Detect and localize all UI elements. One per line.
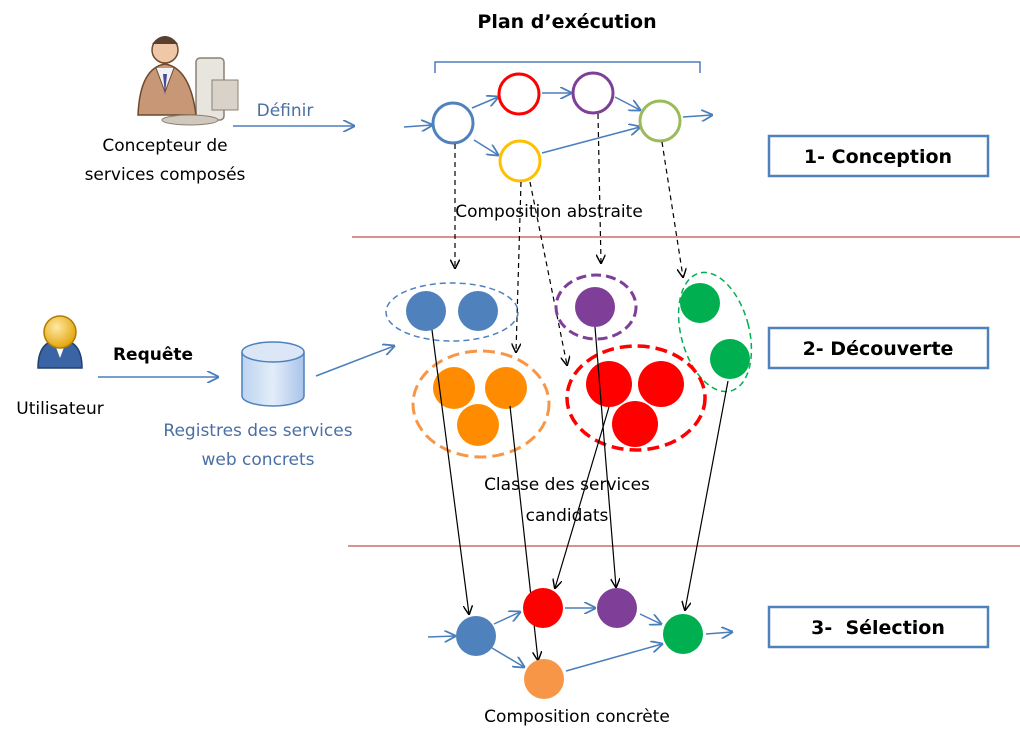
abstract-flow-arrow <box>541 127 640 154</box>
candidate-service-red <box>612 401 658 447</box>
user-avatar-icon <box>37 315 83 369</box>
concrete-caption: Composition concrète <box>484 707 670 727</box>
candidate-class-green <box>677 271 753 393</box>
abstract-flow-arrow <box>473 139 498 155</box>
candidate-service-blue <box>406 291 446 331</box>
plan-title: Plan d’exécution <box>477 11 656 33</box>
phase-conception-box: 1- Conception <box>767 134 990 178</box>
abstract-caption: Composition abstraite <box>455 202 643 222</box>
abstract-node-red <box>497 72 541 116</box>
concrete-flow-arrow <box>427 636 455 637</box>
user-label: Utilisateur <box>16 399 103 419</box>
concrete-node-red <box>523 588 563 628</box>
registry-label-line2: web concrets <box>201 450 314 470</box>
candidate-service-orange <box>485 367 527 409</box>
abstract-node-green <box>638 99 682 143</box>
phase-conception-label: 1- Conception <box>804 146 952 168</box>
phase-discovery-label: 2- Découverte <box>803 338 954 360</box>
registry-to-candidates-arrow <box>315 346 394 377</box>
candidate-service-purple <box>575 287 615 327</box>
concrete-composition <box>427 588 732 699</box>
concrete-node-purple <box>597 588 637 628</box>
abstract-flow-arrow <box>614 96 640 110</box>
phase-selection-label: 3- Sélection <box>811 617 945 639</box>
concrete-flow-arrow <box>491 647 524 667</box>
candidates-caption-line2: candidats <box>526 506 609 526</box>
concrete-flow-arrow <box>705 632 732 634</box>
candidate-class-red <box>565 344 707 452</box>
candidate-service-orange <box>457 404 499 446</box>
concrete-flow-arrow <box>565 644 662 672</box>
candidates-caption-line1: Classe des services <box>484 475 650 495</box>
abstract-flow-arrow <box>682 115 712 117</box>
candidate-service-red <box>586 361 632 407</box>
phase-selection-box: 3- Sélection <box>767 605 990 649</box>
candidate-service-blue <box>458 291 498 331</box>
abstract-node-blue <box>431 101 475 145</box>
concrete-node-blue <box>456 616 496 656</box>
designer-label-line1: Concepteur de <box>102 136 227 156</box>
plan-bracket <box>434 61 701 73</box>
phase-discovery-box: 2- Découverte <box>767 326 990 370</box>
candidate-classes <box>385 271 753 459</box>
database-cylinder-icon <box>241 341 305 407</box>
candidate-class-orange <box>411 349 551 459</box>
abstract-flow-arrow <box>471 97 498 109</box>
candidate-service-red <box>638 361 684 407</box>
request-label: Requête <box>113 345 193 365</box>
concrete-flow-arrow <box>493 612 520 625</box>
abstract-node-yellow <box>498 139 542 183</box>
define-label: Définir <box>257 101 314 121</box>
concrete-node-green <box>663 614 703 654</box>
registry-label-line1: Registres des services <box>163 421 352 441</box>
candidate-class-blue <box>385 282 519 342</box>
abstract-composition <box>403 71 712 183</box>
concrete-flow-arrow <box>639 613 661 624</box>
candidate-service-green <box>680 283 720 323</box>
abstract-node-purple <box>571 71 615 115</box>
designer-label-line2: services composés <box>85 165 246 185</box>
candidate-class-purple <box>554 273 638 341</box>
candidate-service-orange <box>433 367 475 409</box>
designer-person-icon <box>137 36 239 126</box>
mapping-arrows-dashed <box>455 113 683 365</box>
candidate-service-green <box>710 339 750 379</box>
concrete-node-orange <box>524 659 564 699</box>
abstract-flow-arrow <box>403 125 432 127</box>
